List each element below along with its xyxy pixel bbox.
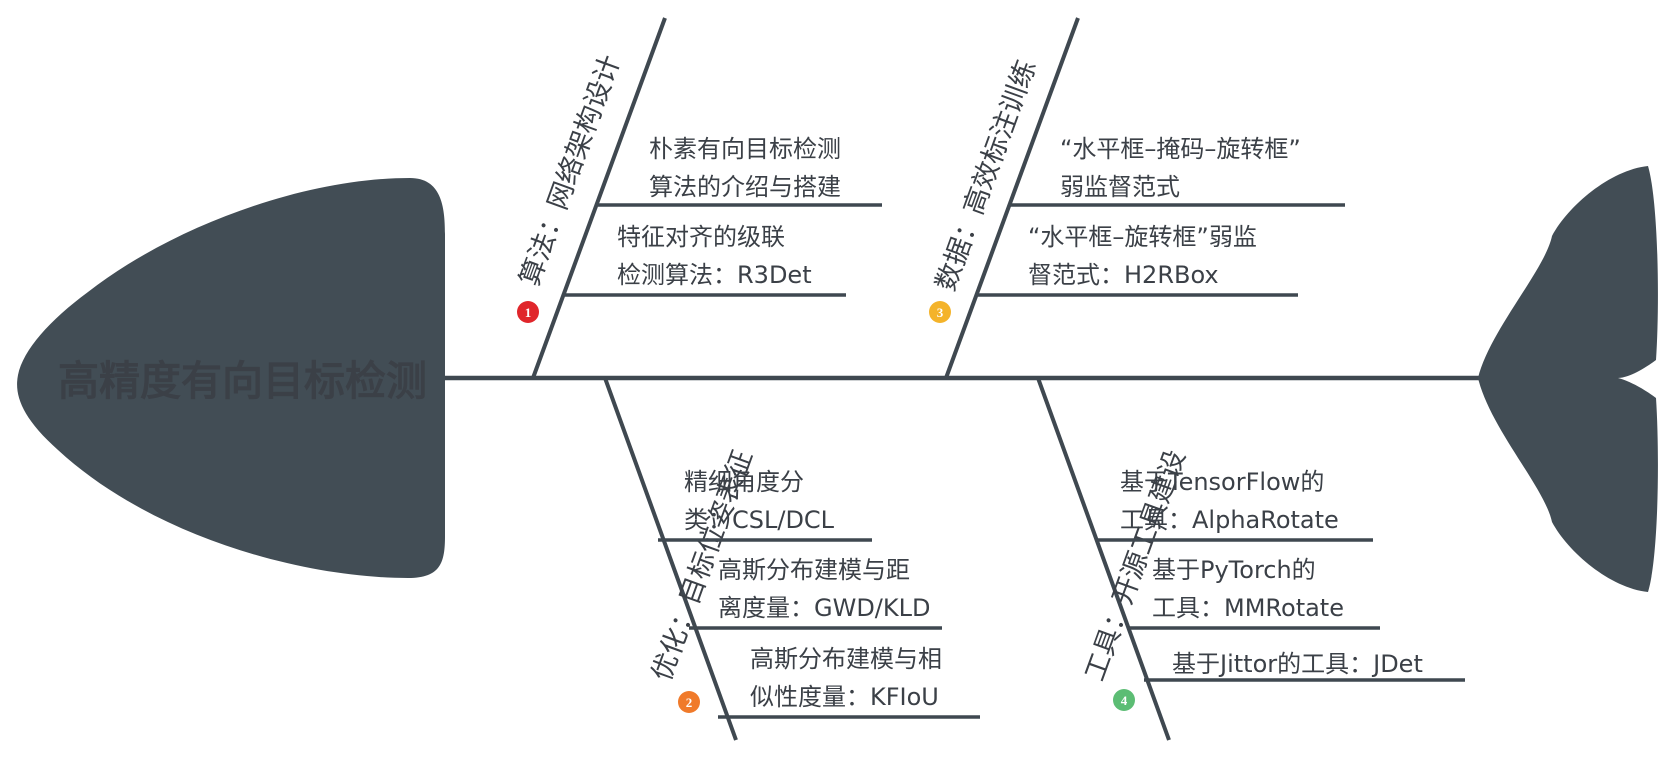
badge-4-icon: 4 xyxy=(1113,689,1135,711)
fish-tail xyxy=(1478,166,1658,592)
bone-label: 数据：高效标注训练 xyxy=(930,56,1042,295)
bone-optimization: 优化：目标位姿表征 2 精细角度分 类：CSL/DCL 高斯分布建模与距 离度量… xyxy=(603,377,980,741)
sub-cause-label: 高斯分布建模与相 似性度量：KFIoU xyxy=(750,645,950,711)
sub-cause-label: 基于TensorFlow的 工具：AlphaRotate xyxy=(1120,468,1339,534)
sub-cause-label: “水平框–掩码–旋转框” 弱监督范式 xyxy=(1060,135,1309,201)
sub-cause-label: 朴素有向目标检测 算法的介绍与搭建 xyxy=(649,135,849,201)
sub-cause-label: 高斯分布建模与距 离度量：GWD/KLD xyxy=(718,556,930,622)
bone-line xyxy=(603,377,738,741)
sub-cause-label: 特征对齐的级联 检测算法：R3Det xyxy=(617,223,812,289)
bone-algorithm: 算法：网络架构设计 1 朴素有向目标检测 算法的介绍与搭建 特征对齐的级联 检测… xyxy=(514,17,882,379)
sub-cause-label: “水平框–旋转框”弱监 督范式：H2RBox xyxy=(1028,223,1265,289)
bone-line xyxy=(944,17,1080,379)
badge-1-icon: 1 xyxy=(517,301,539,323)
sub-cause-label: 精细角度分 类：CSL/DCL xyxy=(684,468,835,534)
bone-line xyxy=(531,17,667,379)
fish-head xyxy=(17,178,446,578)
svg-text:3: 3 xyxy=(937,305,944,320)
badge-2-icon: 2 xyxy=(678,691,700,713)
bone-tools: 工具：开源工具建设 4 基于TensorFlow的 工具：AlphaRotate… xyxy=(1036,377,1465,741)
fish-head-title: 高精度有向目标检测 xyxy=(58,357,427,405)
badge-3-icon: 3 xyxy=(929,301,951,323)
svg-text:2: 2 xyxy=(686,695,693,710)
svg-text:4: 4 xyxy=(1121,693,1128,708)
svg-text:1: 1 xyxy=(525,305,532,320)
sub-cause-label: 基于Jittor的工具：JDet xyxy=(1172,650,1423,678)
sub-cause-label: 基于PyTorch的 工具：MMRotate xyxy=(1152,556,1344,622)
bone-data: 数据：高效标注训练 3 “水平框–掩码–旋转框” 弱监督范式 “水平框–旋转框”… xyxy=(929,17,1345,379)
